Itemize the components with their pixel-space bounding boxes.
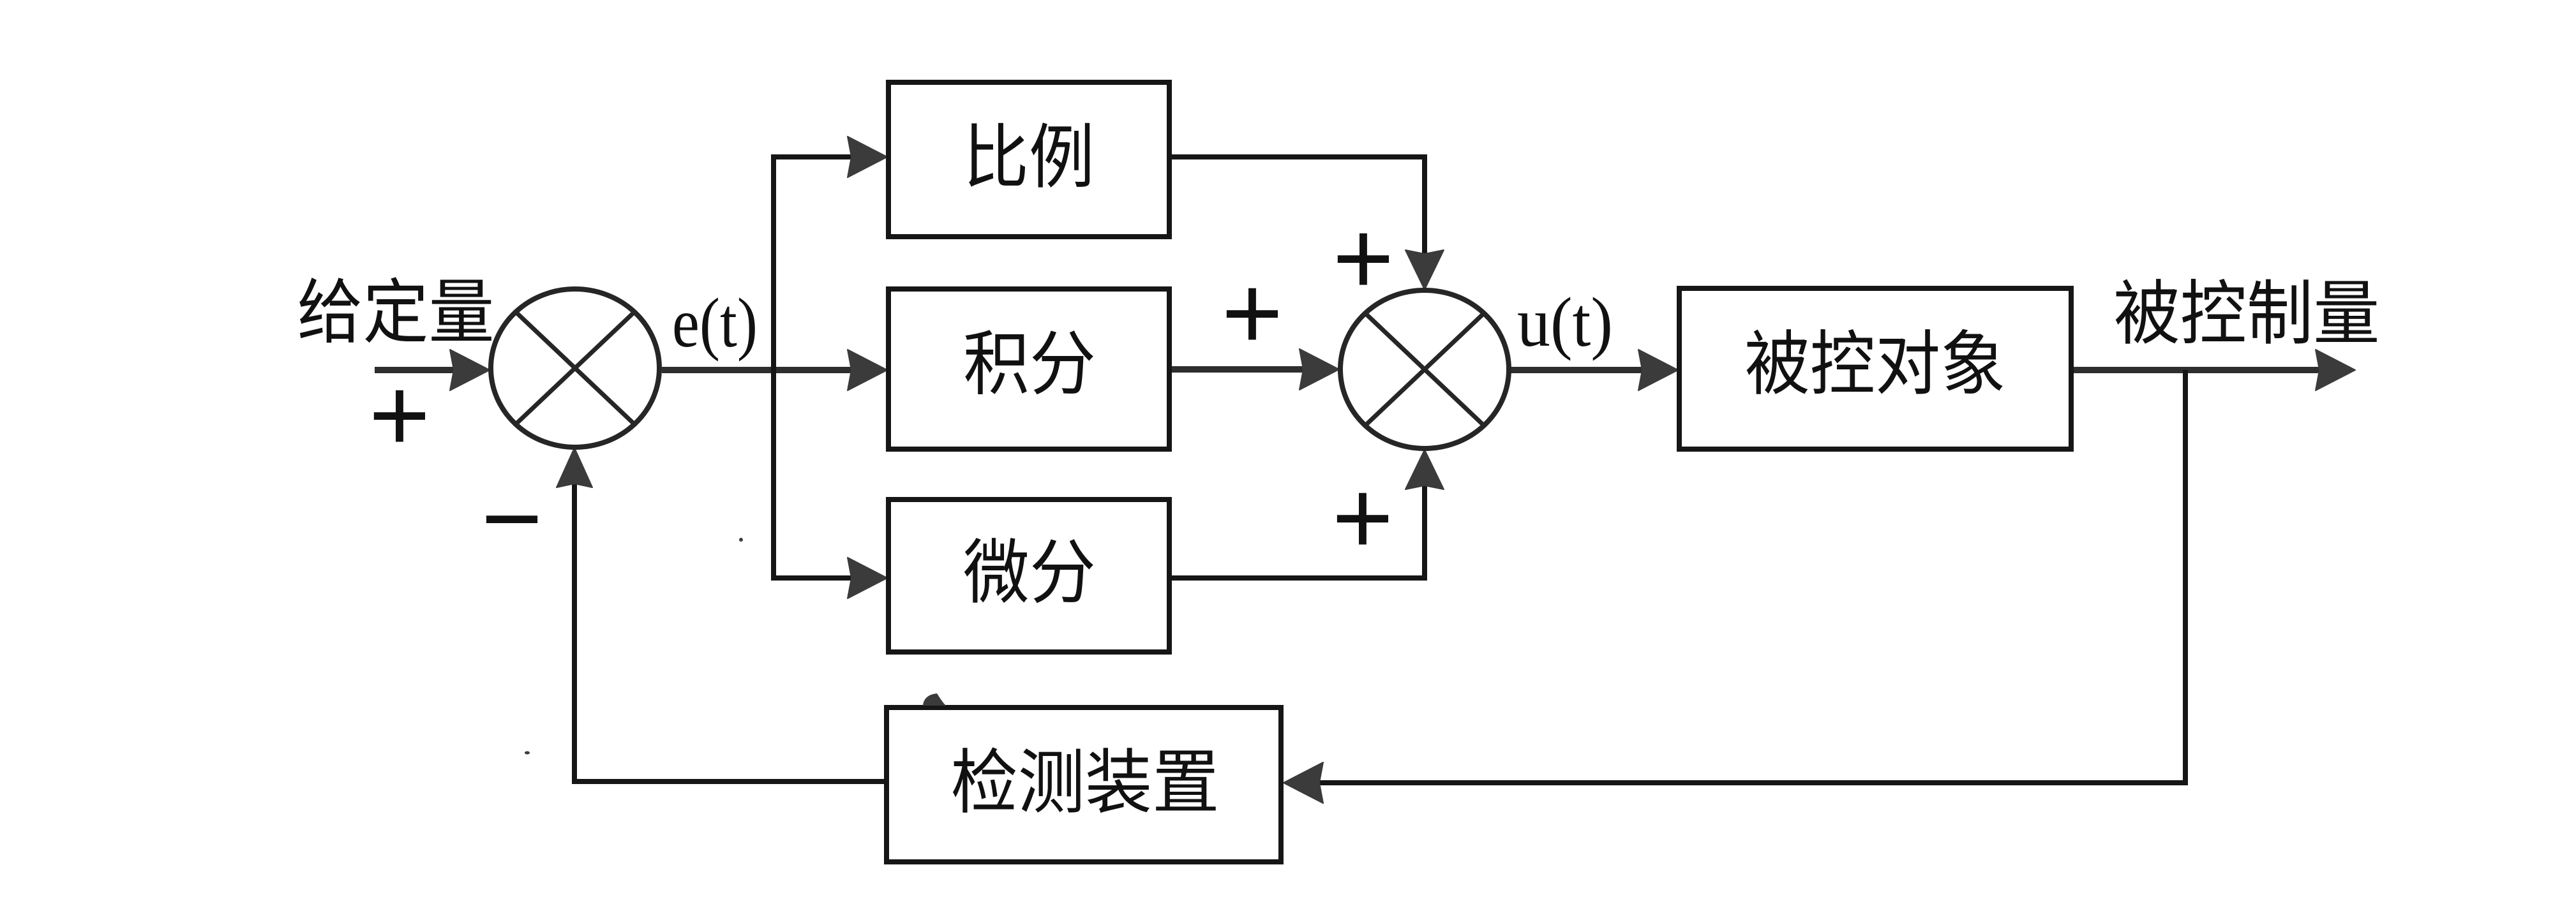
block-derivative: 微分 [886, 497, 1172, 655]
connector-sensor-to-sum1 [556, 447, 887, 784]
connector-error-branch [771, 136, 888, 599]
sign-derivative-plus: + [1332, 459, 1393, 576]
output-label: 被控制量 [2114, 273, 2380, 355]
block-frame [886, 497, 1172, 655]
connector-plant-to-output [2074, 349, 2356, 391]
arrowhead-icon [556, 447, 593, 488]
sign-proportional-plus: + [1333, 199, 1394, 316]
wire [1172, 485, 1427, 581]
wire [1319, 370, 2188, 785]
block-integral: 积分 [886, 286, 1172, 452]
branch-wire [771, 154, 851, 581]
arrowhead-icon [1405, 449, 1444, 490]
block-proportional: 比例 [886, 80, 1172, 239]
connector-setpoint-to-sum1 [375, 349, 490, 391]
block-label: 积分 [963, 323, 1096, 405]
summing-junction-error [488, 286, 662, 450]
stray-mark [923, 693, 946, 706]
arrowhead-icon [449, 349, 490, 391]
connector-derivative-to-sum2 [1172, 449, 1444, 581]
connectors [375, 136, 2356, 804]
summing-junctions [488, 286, 1511, 451]
wire [1172, 154, 1427, 254]
junction-cross-line [514, 310, 636, 426]
block-label: 微分 [963, 532, 1096, 614]
connector-sum2-to-plant [1509, 349, 1679, 391]
blocks: 比例 积分 微分 被控对象 检测装置 [884, 80, 2074, 864]
block-frame [1677, 286, 2074, 452]
stray-dot [525, 751, 530, 755]
labels: 给定量 + − e(t) + + + u(t) 被控制量 [297, 199, 2380, 577]
arrowhead-icon [1405, 249, 1444, 290]
setpoint-label: 给定量 [297, 272, 495, 353]
block-label: 比例 [963, 117, 1095, 198]
sign-setpoint-plus: + [369, 356, 430, 473]
block-frame [884, 705, 1284, 864]
arrowhead-icon [847, 557, 888, 599]
connector-proportional-to-sum2 [1172, 154, 1444, 290]
arrowhead-icon [1283, 762, 1324, 804]
summing-junction-control [1338, 288, 1511, 451]
sign-feedback-minus: − [481, 459, 543, 577]
connector-feedback-to-sensor [1283, 370, 2188, 804]
block-frame [886, 286, 1172, 452]
arrowhead-icon [1638, 349, 1679, 391]
block-label: 被控对象 [1745, 323, 2006, 405]
arrowhead-icon [2315, 349, 2356, 391]
connector-integral-to-sum2 [1172, 348, 1340, 390]
connector-sum1-to-integral [662, 349, 888, 391]
stray-dot [739, 538, 743, 542]
control-signal-label: u(t) [1517, 283, 1613, 361]
junction-cross-line [1363, 311, 1486, 427]
arrowhead-icon [847, 136, 888, 178]
block-frame [886, 80, 1172, 239]
sign-integral-plus: + [1222, 254, 1283, 371]
block-plant: 被控对象 [1677, 286, 2074, 452]
block-sensor: 检测装置 [884, 705, 1284, 864]
scan-artifacts [525, 538, 946, 755]
arrowhead-icon [1299, 348, 1340, 390]
block-label: 检测装置 [951, 742, 1220, 824]
wire [572, 484, 887, 784]
arrowhead-icon [847, 349, 888, 391]
error-signal-label: e(t) [672, 284, 758, 362]
